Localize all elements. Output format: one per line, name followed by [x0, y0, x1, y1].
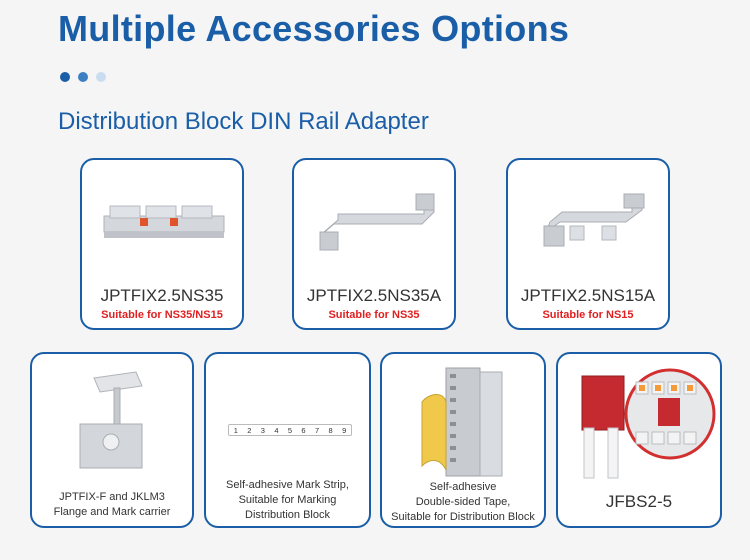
product-name: JPTFIX2.5NS35A — [306, 286, 442, 305]
product-card-jptfix2-5ns35a[interactable]: JPTFIX2.5NS35A Suitable for NS35 — [292, 158, 456, 330]
product-card-jptfix2-5ns35[interactable]: JPTFIX2.5NS35 Suitable for NS35/NS15 — [80, 158, 244, 330]
suitability-note: Suitable for NS35 — [328, 309, 420, 321]
din-rail-adapter-image — [103, 205, 225, 238]
product-card-mark-strip[interactable]: 1 2 3 4 5 6 7 8 9 Self-adhesive Mark Str… — [204, 352, 371, 528]
product-card-flange-mark-carrier[interactable]: JPTFIX-F and JKLM3 Flange and Mark carri… — [30, 352, 194, 528]
page-title: Multiple Accessories Options — [58, 8, 570, 49]
din-rail-adapter-image — [319, 193, 435, 251]
product-card-double-sided-tape[interactable]: Self-adhesive Double-sided Tape, Suitabl… — [380, 352, 546, 528]
product-card-jptfix2-5ns15a[interactable]: JPTFIX2.5NS15A Suitable for NS15 — [506, 158, 670, 330]
suitability-note: Suitable for NS35/NS15 — [101, 309, 223, 321]
dot[interactable] — [78, 72, 88, 82]
mark-strip: 1 2 3 4 5 6 7 8 9 — [228, 424, 352, 436]
product-name: JPTFIX2.5NS35 — [100, 286, 224, 305]
dot-active[interactable] — [60, 72, 70, 82]
product-name: JPTFIX2.5NS15A — [520, 286, 656, 305]
pagination-dots — [60, 72, 106, 82]
product-name: JFBS2-5 — [605, 492, 673, 511]
distribution-block-tape-image — [421, 367, 503, 477]
product-caption: JPTFIX-F and JKLM3 Flange and Mark carri… — [53, 491, 171, 518]
product-caption: Self-adhesive Double-sided Tape, Suitabl… — [391, 481, 535, 523]
dot[interactable] — [96, 72, 106, 82]
suitability-note: Suitable for NS15 — [542, 309, 634, 321]
jumper-bridge-image — [581, 368, 716, 479]
flange-mark-carrier-image — [79, 371, 143, 469]
product-caption: Self-adhesive Mark Strip, Suitable for M… — [226, 479, 349, 521]
product-card-jfbs2-5[interactable]: JFBS2-5 — [556, 352, 722, 528]
din-rail-adapter-image — [543, 193, 645, 247]
section-subtitle: Distribution Block DIN Rail Adapter — [58, 108, 429, 135]
